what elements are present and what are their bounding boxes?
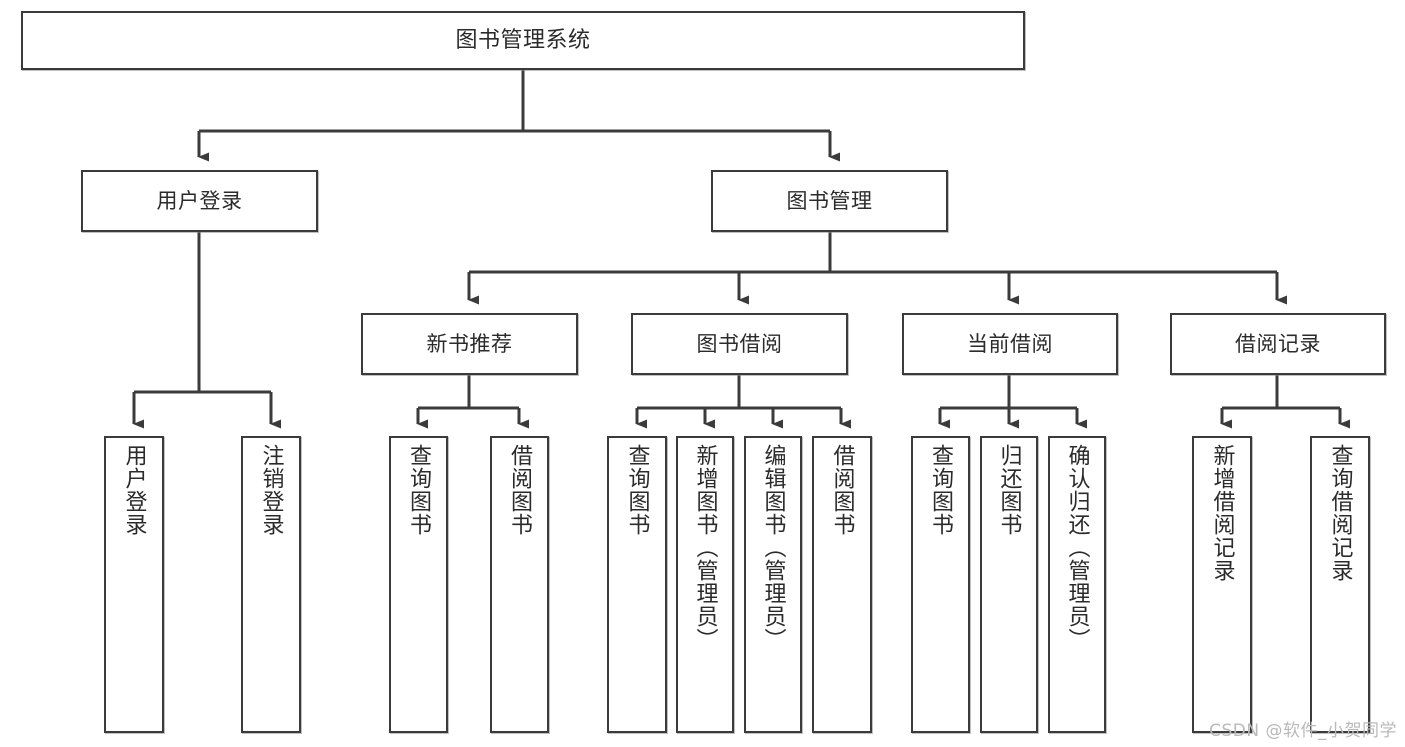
node-leaf-borrow-book-2-label: 借阅图书	[829, 444, 855, 536]
node-leaf-borrow-book-1[interactable]: 借阅图书	[490, 436, 549, 733]
node-leaf-add-record-label: 新增借阅记录	[1209, 444, 1235, 582]
node-book-manage[interactable]: 图书管理	[711, 170, 948, 232]
node-book-manage-label: 图书管理	[786, 188, 873, 213]
node-leaf-query-book-2-label: 查询图书	[624, 444, 650, 536]
node-root-label: 图书管理系统	[455, 27, 591, 53]
node-leaf-user-login[interactable]: 用户登录	[104, 436, 164, 733]
node-book-borrow[interactable]: 图书借阅	[631, 313, 848, 375]
node-leaf-add-record[interactable]: 新增借阅记录	[1192, 436, 1252, 733]
node-leaf-borrow-book-2[interactable]: 借阅图书	[812, 436, 872, 733]
node-borrow-record[interactable]: 借阅记录	[1170, 313, 1386, 375]
node-leaf-user-login-label: 用户登录	[121, 444, 147, 536]
node-leaf-return-book[interactable]: 归还图书	[980, 436, 1038, 733]
node-leaf-confirm-return-label: 确认归还（管理员）	[1064, 444, 1090, 651]
node-user-login[interactable]: 用户登录	[81, 170, 318, 232]
node-leaf-confirm-return[interactable]: 确认归还（管理员）	[1048, 436, 1106, 733]
node-leaf-edit-book[interactable]: 编辑图书（管理员）	[744, 436, 802, 733]
node-leaf-add-book-label: 新增图书（管理员）	[692, 444, 718, 651]
node-current-borrow[interactable]: 当前借阅	[902, 313, 1118, 375]
node-leaf-add-book[interactable]: 新增图书（管理员）	[676, 436, 734, 733]
node-leaf-query-book-2[interactable]: 查询图书	[607, 436, 667, 733]
node-book-borrow-label: 图书借阅	[696, 331, 783, 356]
node-new-book-recommend-label: 新书推荐	[426, 331, 513, 356]
node-leaf-borrow-book-1-label: 借阅图书	[507, 444, 533, 536]
node-leaf-query-book-3-label: 查询图书	[928, 444, 954, 536]
node-new-book-recommend[interactable]: 新书推荐	[361, 313, 578, 375]
node-leaf-edit-book-label: 编辑图书（管理员）	[760, 444, 786, 651]
node-leaf-query-record[interactable]: 查询借阅记录	[1310, 436, 1370, 733]
node-current-borrow-label: 当前借阅	[967, 331, 1053, 356]
node-leaf-user-logout[interactable]: 注销登录	[241, 436, 301, 733]
node-borrow-record-label: 借阅记录	[1235, 331, 1321, 356]
node-user-login-label: 用户登录	[156, 188, 243, 213]
node-leaf-query-book-1-label: 查询图书	[406, 444, 432, 536]
csdn-watermark: CSDN @软件_小贺同学	[1209, 721, 1397, 741]
node-leaf-query-book-3[interactable]: 查询图书	[911, 436, 970, 733]
node-leaf-query-record-label: 查询借阅记录	[1327, 444, 1353, 582]
node-leaf-user-logout-label: 注销登录	[258, 444, 284, 536]
node-root[interactable]: 图书管理系统	[21, 11, 1025, 70]
node-leaf-query-book-1[interactable]: 查询图书	[389, 436, 448, 733]
node-leaf-return-book-label: 归还图书	[996, 444, 1022, 536]
